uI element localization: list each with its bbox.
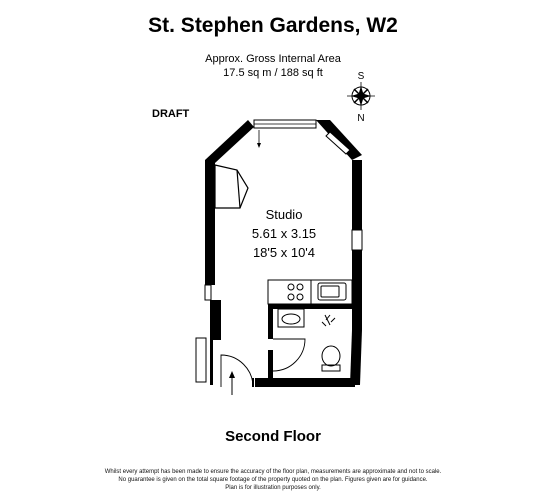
draft-stamp: DRAFT: [152, 108, 190, 120]
kitchen-worktop: [267, 279, 353, 305]
compass-n-label: N: [357, 113, 364, 124]
area-label: Approx. Gross Internal Area: [205, 53, 341, 65]
studio-room-label: Studio 5.61 x 3.15 18'5 x 10'4: [252, 207, 316, 260]
chimney-breast: [214, 164, 249, 209]
disclaimer-line-2: No guarantee is given on the total squar…: [118, 477, 428, 483]
room-size-metric: 5.61 x 3.15: [252, 226, 316, 241]
doors: [220, 338, 306, 388]
area-value: 17.5 sq m / 188 sq ft: [223, 67, 323, 79]
room-name: Studio: [266, 207, 303, 222]
entrance-arrow-icon: [229, 371, 235, 395]
disclaimer: Whilst every attempt has been made to en…: [0, 468, 546, 492]
bathroom-door: [272, 338, 306, 372]
gross-internal-area: Approx. Gross Internal Area 17.5 sq m / …: [0, 52, 546, 80]
right-window: [351, 229, 363, 251]
room-size-imperial: 18'5 x 10'4: [253, 245, 315, 260]
toilet-icon: [321, 345, 341, 372]
disclaimer-line-1: Whilst every attempt has been made to en…: [104, 469, 442, 475]
left-window: [204, 284, 212, 301]
windows: [195, 119, 363, 383]
basin-icon: [277, 308, 305, 328]
compass-s-label: S: [358, 71, 365, 82]
shower-icon: [321, 314, 336, 327]
right-bay-window: [325, 131, 351, 155]
bathroom-fixtures: [277, 308, 341, 372]
lower-left-window: [195, 337, 207, 383]
hob-icon: [287, 283, 304, 301]
disclaimer-line-3: Plan is for illustration purposes only.: [225, 485, 321, 491]
exterior-walls: [205, 120, 362, 387]
floor-label: Second Floor: [225, 428, 321, 445]
sink-icon: [317, 282, 347, 301]
plan-title: St. Stephen Gardens, W2: [148, 14, 398, 37]
compass-icon: S N: [347, 71, 375, 124]
entrance-door: [220, 354, 254, 388]
window-arrow-icon: [257, 130, 261, 148]
